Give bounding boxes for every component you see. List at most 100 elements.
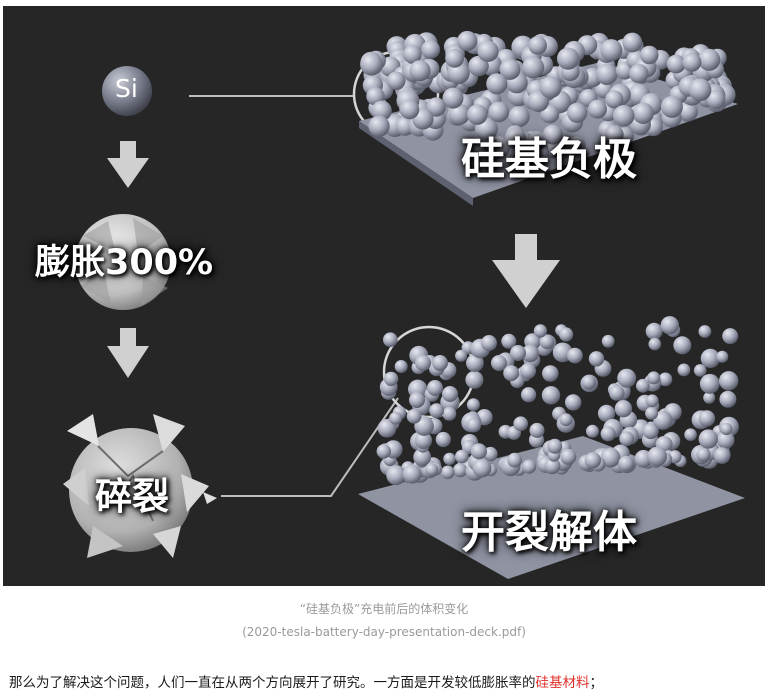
particle-sphere — [383, 332, 398, 348]
paragraph-end: ； — [589, 675, 604, 691]
particle-sphere — [696, 447, 711, 462]
particle-sphere — [415, 355, 431, 371]
particle-sphere — [596, 63, 618, 86]
particle-sphere — [386, 71, 406, 91]
particle-sphere — [584, 452, 601, 469]
particle-sphere — [467, 104, 488, 125]
particle-sphere — [510, 345, 526, 361]
particle-sphere — [617, 368, 637, 388]
particle-sphere — [660, 95, 683, 118]
particle-sphere — [645, 394, 659, 408]
particle-sphere — [645, 406, 659, 420]
particle-sphere — [472, 458, 492, 478]
particle-sphere — [600, 39, 623, 62]
particle-sphere — [698, 410, 716, 427]
particle-sphere — [409, 60, 431, 82]
anode-particles-top — [360, 30, 736, 164]
particle-sphere — [435, 431, 451, 448]
paragraph-text: 那么为了解决这个问题，人们一直在从两个方向展开了研究。一方面是开发较低膨胀率的 — [9, 675, 536, 691]
particle-sphere — [619, 431, 635, 447]
particle-sphere — [559, 413, 573, 427]
particle-sphere — [466, 417, 482, 433]
particle-sphere — [409, 392, 425, 408]
particle-sphere — [698, 429, 718, 449]
particle-sphere — [647, 446, 667, 467]
particle-sphere — [539, 76, 562, 99]
particle-sphere — [706, 89, 726, 110]
particle-sphere — [658, 372, 673, 387]
particle-sphere — [399, 99, 420, 120]
particle-sphere — [698, 48, 721, 71]
anode-plate-top-edge — [359, 121, 473, 206]
particle-sphere — [466, 354, 484, 372]
particle-sphere — [700, 348, 720, 368]
particle-sphere — [542, 124, 563, 145]
particle-sphere — [448, 103, 470, 125]
connector-line-bottom — [221, 397, 399, 497]
particle-sphere — [632, 102, 654, 125]
particle-sphere — [376, 444, 391, 459]
particle-sphere — [466, 398, 480, 412]
particle-sphere — [693, 364, 707, 377]
si-label: Si — [115, 74, 138, 103]
particle-sphere — [722, 328, 739, 345]
particle-sphere — [601, 334, 615, 348]
particle-sphere — [539, 334, 555, 350]
particle-sphere — [703, 391, 716, 404]
particle-sphere — [499, 58, 521, 80]
particle-sphere — [486, 73, 508, 95]
particle-sphere — [504, 127, 527, 149]
particle-sphere — [604, 125, 624, 145]
particle-sphere — [521, 344, 539, 363]
figure-caption-source: (2020-tesla-battery-day-presentation-dec… — [242, 625, 526, 639]
particle-sphere — [528, 36, 547, 55]
anode-label: 硅基负极 — [461, 134, 637, 185]
particle-sphere — [629, 63, 649, 84]
particle-sphere — [425, 463, 439, 477]
particle-sphere — [600, 447, 621, 468]
particle-sphere — [541, 386, 561, 405]
particle-sphere — [614, 400, 633, 418]
particle-sphere — [567, 102, 588, 123]
particle-sphere — [432, 355, 448, 371]
particle-sphere — [642, 423, 659, 440]
particle-sphere — [371, 100, 392, 121]
silicon-material-link[interactable]: 硅基材料 — [535, 675, 590, 691]
particle-sphere — [719, 390, 737, 408]
particle-sphere — [522, 459, 537, 474]
particle-sphere — [673, 336, 692, 355]
arrow-down-icon — [107, 141, 149, 188]
particle-sphere — [429, 403, 444, 418]
particle-sphere — [520, 363, 536, 379]
particle-sphere — [647, 371, 661, 385]
particle-sphere — [713, 447, 731, 464]
particle-sphere — [666, 54, 686, 74]
particle-sphere — [453, 463, 468, 478]
particle-sphere — [609, 385, 625, 401]
particle-sphere — [455, 349, 468, 362]
particle-sphere — [445, 48, 464, 68]
particle-sphere — [529, 422, 545, 438]
particle-sphere — [521, 387, 537, 403]
particle-sphere — [477, 40, 499, 62]
particle-sphere — [386, 465, 407, 486]
particle-sphere — [677, 363, 691, 377]
particle-sphere — [640, 45, 659, 65]
particle-sphere — [533, 324, 548, 338]
particle-sphere — [421, 40, 440, 59]
particle-sphere — [565, 394, 582, 411]
particle-sphere — [597, 404, 616, 422]
particle-sphere — [653, 410, 673, 430]
fracture-label: 碎裂 — [95, 475, 169, 518]
particle-sphere — [377, 419, 397, 438]
particle-sphere — [559, 327, 574, 342]
particle-sphere — [586, 424, 599, 438]
particle-sphere — [612, 105, 635, 127]
particle-sphere — [544, 458, 561, 474]
particle-sphere — [441, 465, 455, 480]
particle-sphere — [720, 422, 733, 436]
particle-sphere — [542, 365, 559, 382]
figure-graphic — [63, 30, 745, 579]
particle-sphere — [360, 52, 383, 76]
particle-sphere — [528, 131, 548, 150]
